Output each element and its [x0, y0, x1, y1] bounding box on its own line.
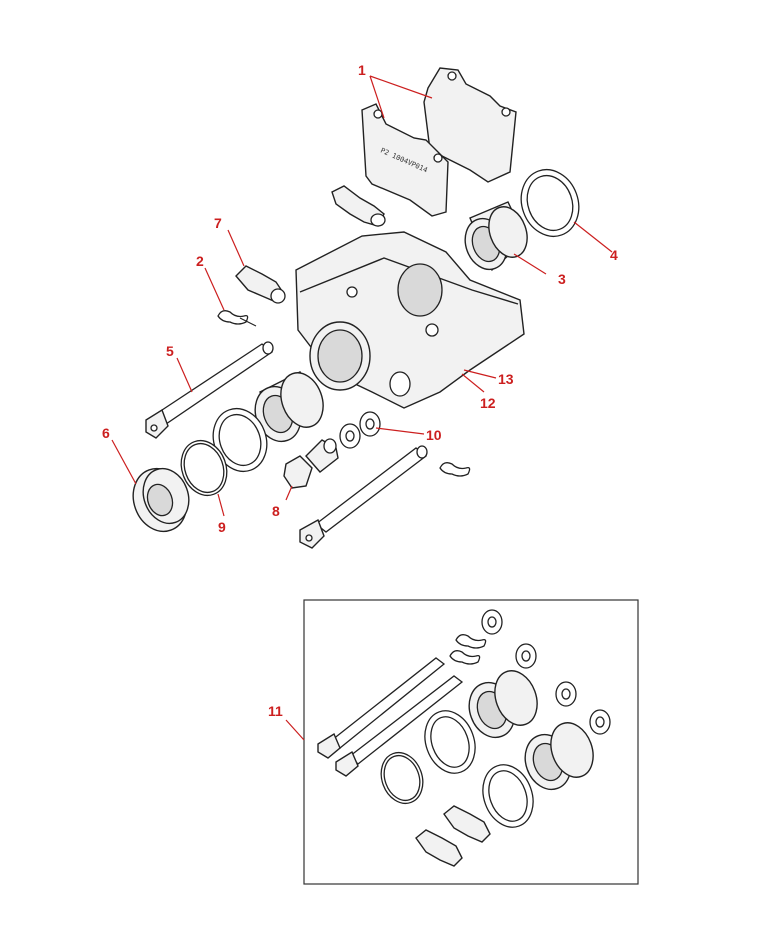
callout-2: 2 [196, 253, 204, 269]
seal-kit-contents [317, 609, 611, 867]
callout-11: 11 [268, 703, 283, 719]
o-ring-9 [180, 439, 228, 497]
dust-cap-6 [132, 467, 190, 533]
washer-pair-10 [339, 411, 381, 449]
seal-ring-large [212, 407, 268, 473]
callout-4: 4 [610, 247, 618, 263]
seal-kit-box [303, 599, 639, 885]
piston-seal-ring [520, 168, 580, 238]
retaining-clip-right [439, 462, 471, 477]
retaining-pin-right [299, 445, 428, 549]
bleed-nipple-top [331, 185, 386, 227]
callout-10: 10 [426, 427, 442, 443]
callout-12: 12 [480, 395, 496, 411]
brake-pad-front: P2 1004VP014 [361, 103, 449, 217]
callout-3: 3 [558, 271, 566, 287]
retaining-clip-2 [217, 310, 257, 327]
callout-6: 6 [102, 425, 110, 441]
bleed-nipple-7 [235, 265, 286, 304]
callout-1: 1 [358, 62, 366, 78]
piston-3 [464, 201, 528, 272]
leader-lines [111, 75, 613, 741]
callout-labels: 1 2 3 4 5 6 7 8 9 10 11 12 13 [102, 62, 618, 719]
callout-8: 8 [272, 503, 280, 519]
caliper-body [295, 231, 525, 409]
callout-13: 13 [498, 371, 514, 387]
callout-9: 9 [218, 519, 226, 535]
callout-7: 7 [214, 215, 222, 231]
piston-left [254, 371, 324, 443]
bleed-screw-8 [283, 438, 339, 489]
retaining-pin-5 [145, 341, 274, 439]
callout-5: 5 [166, 343, 174, 359]
